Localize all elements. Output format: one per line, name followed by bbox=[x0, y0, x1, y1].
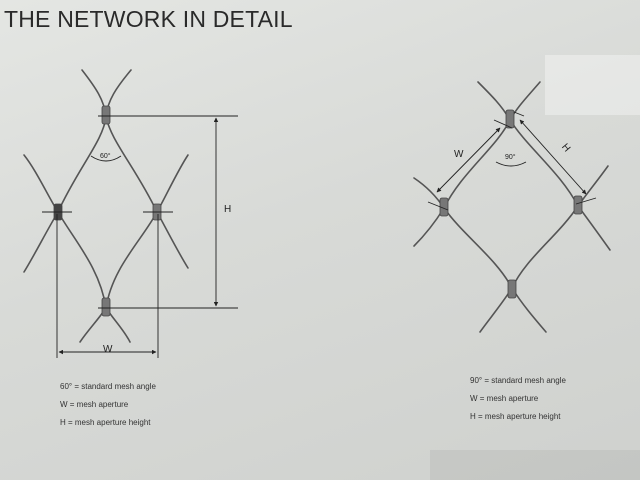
cable-strand bbox=[57, 211, 107, 309]
cable-clamp bbox=[101, 105, 111, 125]
right-clamps bbox=[439, 109, 583, 299]
cable-strand bbox=[23, 154, 59, 213]
cable-strand bbox=[509, 81, 541, 121]
cable-clamp bbox=[573, 195, 583, 215]
page-title: THE NETWORK IN DETAIL bbox=[4, 6, 293, 32]
left-dimension-lines bbox=[42, 115, 238, 358]
cable-strand bbox=[577, 205, 611, 251]
left-angle-label: 60° bbox=[100, 152, 111, 160]
left-legend: 60° = standard mesh angle W = mesh apert… bbox=[60, 378, 156, 432]
background-glare bbox=[545, 55, 640, 115]
cable-strand bbox=[105, 115, 158, 213]
cable-strand bbox=[413, 207, 445, 247]
cable-strand bbox=[477, 81, 511, 121]
right-width-label: W bbox=[454, 149, 464, 160]
cable-clamp bbox=[505, 109, 515, 129]
left-width-label: W bbox=[103, 344, 113, 355]
cable-strand bbox=[511, 287, 547, 333]
cable-clamp bbox=[101, 297, 111, 317]
left-legend-width: W = mesh aperture bbox=[60, 400, 129, 409]
right-legend-angle: 90° = standard mesh angle bbox=[470, 376, 566, 385]
right-legend: 90° = standard mesh angle W = mesh apert… bbox=[470, 372, 566, 426]
cable-strand bbox=[156, 154, 189, 213]
right-legend-height: H = mesh aperture height bbox=[470, 412, 561, 421]
cable-strand bbox=[23, 211, 59, 273]
cable-strand bbox=[577, 165, 609, 207]
left-legend-angle: 60° = standard mesh angle bbox=[60, 382, 156, 391]
right-legend-width: W = mesh aperture bbox=[470, 394, 539, 403]
cable-strand bbox=[105, 211, 158, 309]
cable-strand bbox=[511, 205, 579, 289]
left-height-label: H bbox=[224, 204, 231, 215]
right-dimension-lines bbox=[427, 111, 597, 211]
left-clamps bbox=[53, 105, 162, 317]
left-legend-height: H = mesh aperture height bbox=[60, 418, 151, 427]
background-shadow bbox=[430, 450, 640, 480]
right-angle-label: 90° bbox=[505, 153, 516, 161]
cable-strand bbox=[443, 207, 513, 289]
cable-strand bbox=[57, 115, 107, 213]
cable-strand bbox=[509, 119, 579, 207]
cable-strand bbox=[156, 211, 189, 269]
cable-strand bbox=[479, 287, 513, 333]
right-height-label: H bbox=[559, 142, 572, 155]
cable-clamp bbox=[507, 279, 517, 299]
cable-strand bbox=[413, 177, 445, 209]
